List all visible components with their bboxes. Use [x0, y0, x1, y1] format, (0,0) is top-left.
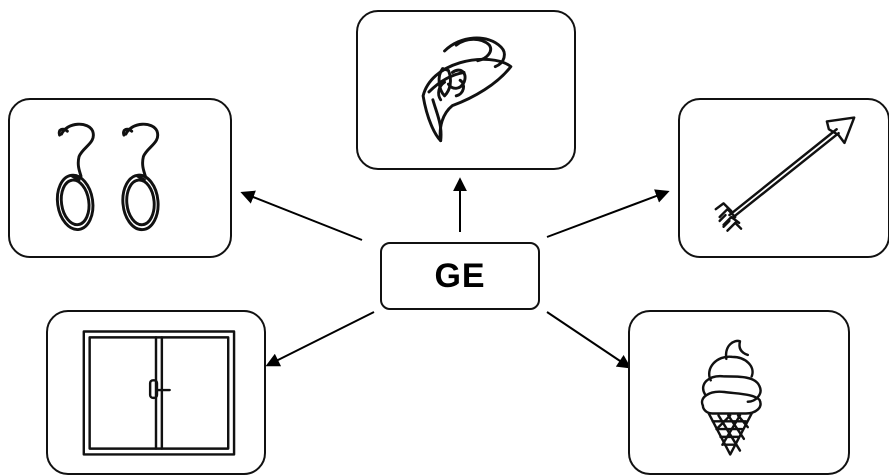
window-icon — [82, 330, 236, 456]
ice-cream-card[interactable] — [628, 310, 850, 475]
arrow-to-ice-cream — [546, 311, 632, 369]
center-label-box: GE — [380, 242, 540, 310]
hat-with-flower-icon — [421, 36, 513, 143]
arrow-to-earrings — [240, 190, 363, 241]
arrow-to-arrow — [546, 189, 670, 238]
arrow-card[interactable] — [678, 98, 889, 258]
ice-cream-cone-icon — [700, 339, 762, 456]
earrings-icon — [55, 122, 160, 232]
arrow-icon — [714, 116, 856, 232]
window-card[interactable] — [46, 310, 266, 475]
arrow-to-window — [265, 311, 375, 367]
hat-card[interactable] — [356, 10, 576, 170]
earrings-card[interactable] — [8, 98, 232, 258]
center-label: GE — [434, 256, 486, 295]
